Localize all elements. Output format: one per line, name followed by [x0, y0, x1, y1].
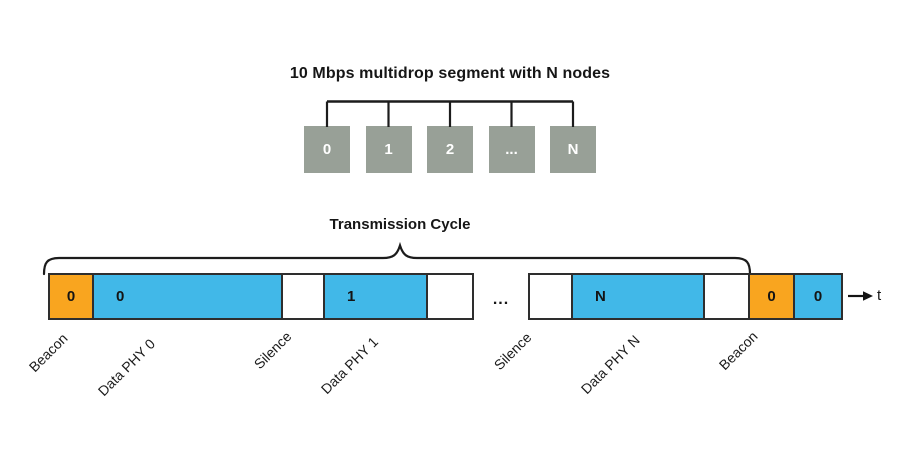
segment-label: 0 — [116, 288, 125, 305]
segment-silence — [426, 273, 474, 320]
node-box-0: 0 — [304, 126, 350, 173]
segment-label: 0 — [767, 288, 776, 305]
time-axis-arrow — [848, 291, 873, 301]
segment-label: 1 — [347, 288, 356, 305]
segment-data-0: 0 — [793, 273, 843, 320]
segment-data-0: 0 — [92, 273, 283, 320]
segment-label: 0 — [813, 288, 823, 305]
segment-label: N — [595, 288, 606, 305]
segment-beacon-0: 0 — [48, 273, 94, 320]
topology-title: 10 Mbps multidrop segment with N nodes — [289, 65, 611, 82]
cycle-ellipsis: ... — [492, 291, 510, 308]
slot-label-silence-1: Silence — [490, 329, 535, 373]
transmission-cycle-title: Transmission Cycle — [329, 216, 471, 233]
segment-data-1: 1 — [323, 273, 428, 320]
slot-label-data-phy-n: Data PHY N — [577, 331, 643, 397]
time-axis-label: t — [877, 287, 882, 304]
node-box-dotsdotsdots: ... — [488, 126, 535, 173]
slot-label-beacon-0: Beacon — [25, 330, 71, 375]
node-box-2: 2 — [427, 126, 473, 173]
cycle-bar-right: N 0 0 — [528, 273, 843, 320]
segment-silence — [528, 273, 573, 320]
slot-label-data-phy-1: Data PHY 1 — [317, 333, 382, 397]
segment-label: 0 — [66, 288, 76, 305]
bus-lines — [325, 100, 575, 127]
segment-silence — [703, 273, 750, 320]
segment-data-N: N — [571, 273, 705, 320]
segment-beacon-0: 0 — [748, 273, 795, 320]
segment-silence — [281, 273, 325, 320]
node-box-N: N — [550, 126, 596, 173]
slot-label-data-phy-0: Data PHY 0 — [94, 335, 159, 399]
cycle-bar-left: 0 0 1 — [48, 273, 474, 320]
transmission-cycle-brace — [42, 241, 752, 276]
slot-label-beacon-1: Beacon — [715, 328, 761, 373]
node-box-1: 1 — [365, 126, 412, 173]
slot-label-silence-0: Silence — [250, 328, 295, 372]
